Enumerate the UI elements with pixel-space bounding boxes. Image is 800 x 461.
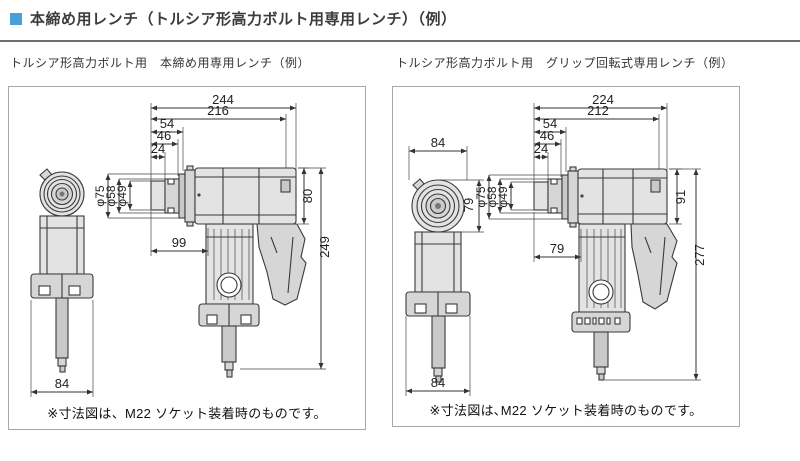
dim-step-b: 46 (540, 128, 554, 143)
blue-square-bullet-icon (10, 12, 22, 25)
left-grip (256, 223, 307, 306)
left-drawing-panel: 244 216 54 46 24 φ75 φ58 φ49 80 249 99 8… (8, 86, 366, 430)
dim-overall-height: 249 (317, 236, 332, 258)
dim-dia-outer: φ75 (474, 186, 488, 207)
dim-dia-mid: φ58 (104, 185, 118, 206)
dim-front-width-top: 84 (431, 135, 445, 150)
dim-cyl-height: 80 (300, 189, 315, 203)
right-panel-note: ※寸法図は､M22 ソケット装着時のものです。 (429, 403, 703, 418)
dim-step-c: 24 (151, 141, 165, 156)
left-side-view (150, 165, 307, 378)
right-grip (630, 223, 678, 310)
dim-front-width: 84 (431, 375, 445, 390)
left-technical-drawing: 244 216 54 46 24 φ75 φ58 φ49 80 249 99 8… (30, 92, 332, 397)
left-panel-note: ※寸法図は、M22 ソケット装着時のものです。 (47, 406, 327, 421)
dim-front-height: 79 (461, 198, 476, 212)
dim-step-a: 54 (160, 116, 174, 131)
right-technical-drawing: 224 212 54 46 24 84 79 φ75 φ58 φ49 91 27… (405, 92, 707, 396)
dim-step-c: 24 (534, 141, 548, 156)
right-side-view (533, 166, 678, 381)
dim-cyl-height: 91 (673, 190, 688, 204)
dim-dia-mid: φ58 (485, 186, 499, 207)
dim-dia-inner: φ49 (496, 186, 510, 207)
dim-dia-outer: φ75 (93, 185, 107, 206)
right-dimension-lines (405, 103, 701, 396)
dim-body-length: 216 (207, 103, 229, 118)
page-title: 本締め用レンチ（トルシア形高力ボルト用専用レンチ）（例） (30, 11, 457, 28)
dim-step-b: 46 (157, 128, 171, 143)
right-drawing-panel: 224 212 54 46 24 84 79 φ75 φ58 φ49 91 27… (392, 86, 740, 427)
dim-step-a: 54 (543, 116, 557, 131)
dim-dia-inner: φ49 (115, 185, 129, 206)
dim-head-offset: 79 (550, 241, 564, 256)
header-divider (0, 40, 800, 43)
dim-head-offset: 99 (172, 235, 186, 250)
dim-overall-height: 277 (692, 244, 707, 266)
left-front-view (30, 168, 94, 373)
right-front-view (405, 178, 471, 383)
page-header: 本締め用レンチ（トルシア形高力ボルト用専用レンチ）（例） (10, 8, 457, 29)
dim-body-length: 212 (587, 103, 609, 118)
right-panel-title: トルシア形高力ボルト用 グリップ回転式専用レンチ（例） (396, 56, 734, 70)
dim-overall-length: 244 (212, 92, 234, 107)
dim-front-width: 84 (55, 376, 69, 391)
left-panel-title: トルシア形高力ボルト用 本締め用専用レンチ（例） (10, 56, 311, 70)
dim-overall-length: 224 (592, 92, 614, 107)
left-dimension-lines (30, 103, 326, 397)
